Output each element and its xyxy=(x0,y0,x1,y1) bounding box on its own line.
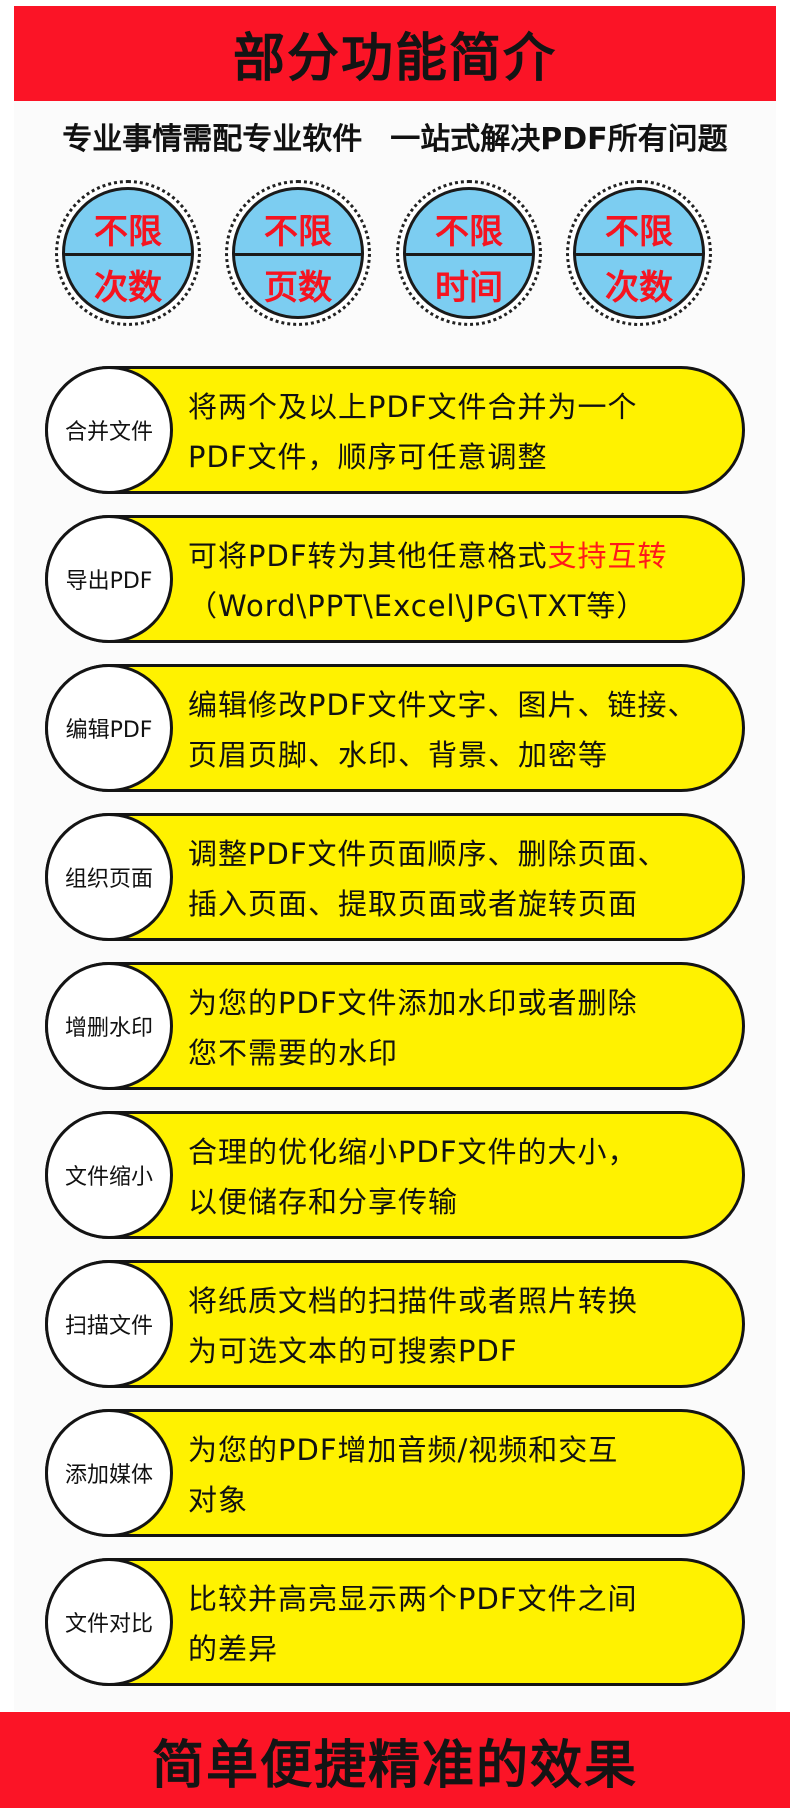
feature-label: 文件缩小 xyxy=(45,1111,173,1239)
badge-line1: 不限 xyxy=(605,212,673,252)
feature-scan: 将纸质文档的扫描件或者照片转换 为可选文本的可搜索PDF 扫描文件 xyxy=(45,1260,745,1390)
header-title: 部分功能简介 xyxy=(232,29,557,89)
badge-line2: 时间 xyxy=(435,268,503,308)
subtitle: 专业事情需配专业软件 一站式解决PDF所有问题 xyxy=(14,110,776,162)
badge-row: 不限 次数 不限 页数 不限 时间 不限 次数 xyxy=(0,180,790,330)
feature-watermark: 为您的PDF文件添加水印或者删除 您不需要的水印 增删水印 xyxy=(45,962,745,1092)
feature-label: 扫描文件 xyxy=(45,1260,173,1388)
subtitle-right: 一站式解决PDF所有问题 xyxy=(390,122,728,157)
feature-organize-pages: 调整PDF文件页面顺序、删除页面、 插入页面、提取页面或者旋转页面 组织页面 xyxy=(45,813,745,943)
badge-line1: 不限 xyxy=(435,212,503,252)
badge-unlimited-time: 不限 时间 xyxy=(396,180,542,326)
feature-label: 合并文件 xyxy=(45,366,173,494)
feature-label: 组织页面 xyxy=(45,813,173,941)
feature-label: 添加媒体 xyxy=(45,1409,173,1537)
feature-label: 导出PDF xyxy=(45,515,173,643)
badge-unlimited-pages: 不限 页数 xyxy=(225,180,371,326)
feature-label: 增删水印 xyxy=(45,962,173,1090)
badge-line1: 不限 xyxy=(264,212,332,252)
feature-description: 为您的PDF文件添加水印或者删除 您不需要的水印 xyxy=(188,986,638,1070)
feature-description: 将纸质文档的扫描件或者照片转换 为可选文本的可搜索PDF xyxy=(188,1284,639,1368)
top-banner: 部分功能简介 xyxy=(14,6,776,101)
feature-description: 比较并高亮显示两个PDF文件之间 的差异 xyxy=(188,1582,638,1666)
feature-compare: 比较并高亮显示两个PDF文件之间 的差异 文件对比 xyxy=(45,1558,745,1688)
badge-divider xyxy=(406,253,532,256)
feature-description: 为您的PDF增加音频/视频和交互 对象 xyxy=(188,1433,619,1517)
footer-title: 简单便捷精准的效果 xyxy=(151,1735,638,1796)
feature-description: 将两个及以上PDF文件合并为一个 PDF文件，顺序可任意调整 xyxy=(188,390,638,474)
feature-label: 文件对比 xyxy=(45,1558,173,1686)
badge-line1: 不限 xyxy=(94,212,162,252)
feature-export-pdf: 可将PDF转为其他任意格式支持互转 （Word\PPT\Excel\JPG\TX… xyxy=(45,515,745,645)
feature-description: 合理的优化缩小PDF文件的大小， 以便储存和分享传输 xyxy=(188,1135,638,1219)
badge-line2: 次数 xyxy=(605,268,673,308)
feature-label: 编辑PDF xyxy=(45,664,173,792)
subtitle-left: 专业事情需配专业软件 xyxy=(62,122,363,157)
feature-edit-pdf: 编辑修改PDF文件文字、图片、链接、 页眉页脚、水印、背景、加密等 编辑PDF xyxy=(45,664,745,794)
feature-description: 编辑修改PDF文件文字、图片、链接、 页眉页脚、水印、背景、加密等 xyxy=(188,688,698,772)
badge-unlimited-times: 不限 次数 xyxy=(55,180,201,326)
bottom-banner: 简单便捷精准的效果 xyxy=(0,1712,790,1808)
badge-line2: 次数 xyxy=(94,268,162,308)
badge-line2: 页数 xyxy=(264,268,332,308)
badge-divider xyxy=(65,253,191,256)
feature-media: 为您的PDF增加音频/视频和交互 对象 添加媒体 xyxy=(45,1409,745,1539)
feature-description: 可将PDF转为其他任意格式支持互转 （Word\PPT\Excel\JPG\TX… xyxy=(188,539,668,623)
badge-divider xyxy=(235,253,361,256)
feature-merge-files: 将两个及以上PDF文件合并为一个 PDF文件，顺序可任意调整 合并文件 xyxy=(45,366,745,496)
badge-divider xyxy=(576,253,702,256)
feature-description: 调整PDF文件页面顺序、删除页面、 插入页面、提取页面或者旋转页面 xyxy=(188,837,668,921)
feature-compress: 合理的优化缩小PDF文件的大小， 以便储存和分享传输 文件缩小 xyxy=(45,1111,745,1241)
badge-unlimited-times-2: 不限 次数 xyxy=(566,180,712,326)
highlight-text: 支持互转 xyxy=(547,539,668,573)
